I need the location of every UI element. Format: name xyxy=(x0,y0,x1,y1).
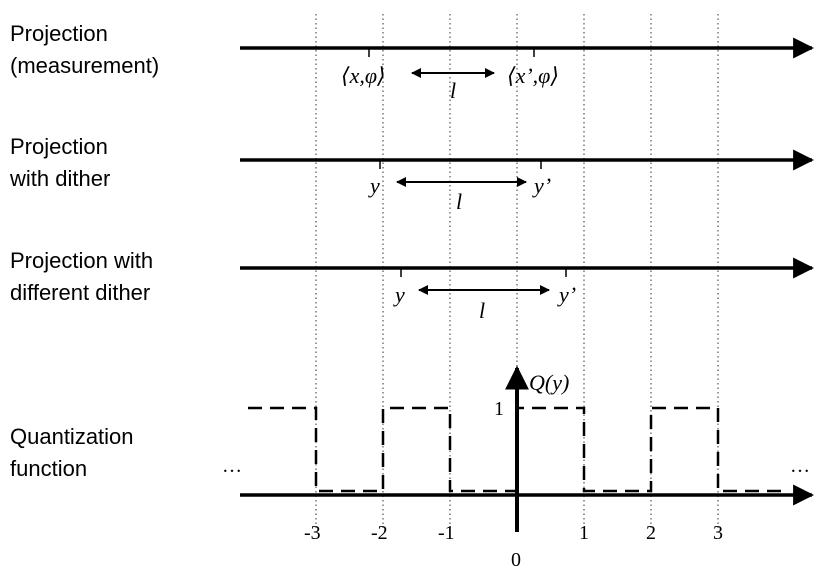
row-label-line1: Projection xyxy=(10,21,108,46)
symbol-y-prime: y’ xyxy=(532,173,551,198)
symbol-y: y xyxy=(368,173,380,198)
tick-label: -1 xyxy=(438,522,455,544)
symbol-x-phi: ⟨x,φ⟩ xyxy=(341,63,386,88)
row-label-line2: function xyxy=(10,456,88,481)
row-label-line1: Quantization xyxy=(10,424,134,449)
row-label-line2: with dither xyxy=(10,166,111,191)
level-label: 1 xyxy=(494,398,504,420)
row-label-line1: Projection with xyxy=(10,248,154,273)
projection-axis-different-dither: y y’ l xyxy=(240,257,815,323)
distance-symbol: l xyxy=(479,298,485,323)
row-label-line2: (measurement) xyxy=(10,53,160,78)
distance-symbol: l xyxy=(450,78,456,103)
symbol-y-prime: y’ xyxy=(557,282,576,307)
tick-label: -3 xyxy=(304,522,321,544)
y-axis-label: Q(y) xyxy=(529,370,569,395)
row-label-line2: different dither xyxy=(10,280,151,305)
projection-axis-dither: y y’ l xyxy=(240,149,815,214)
tick-label: 2 xyxy=(646,522,656,544)
ellipsis-right: … xyxy=(790,455,810,477)
row-label-dither: Projection with dither xyxy=(10,131,110,195)
tick-label: 1 xyxy=(579,522,589,544)
projection-axis-measurement: ⟨x,φ⟩ ⟨x’,φ⟩ l xyxy=(240,37,815,103)
quantization-plot: Q(y) 1 … … -3 -2 -1 0 1 2 3 xyxy=(222,365,815,571)
distance-symbol: l xyxy=(456,189,462,214)
symbol-x-prime-phi: ⟨x’,φ⟩ xyxy=(507,63,559,88)
tick-label: -2 xyxy=(371,522,388,544)
row-label-measurement: Projection (measurement) xyxy=(10,18,159,82)
row-label-line1: Projection xyxy=(10,134,108,159)
tick-label: 0 xyxy=(511,549,521,571)
tick-label: 3 xyxy=(713,522,723,544)
row-label-different-dither: Projection with different dither xyxy=(10,245,153,309)
symbol-y: y xyxy=(393,282,405,307)
row-label-quantization: Quantization function xyxy=(10,421,134,485)
ellipsis-left: … xyxy=(222,455,242,477)
grid-lines xyxy=(315,14,719,528)
